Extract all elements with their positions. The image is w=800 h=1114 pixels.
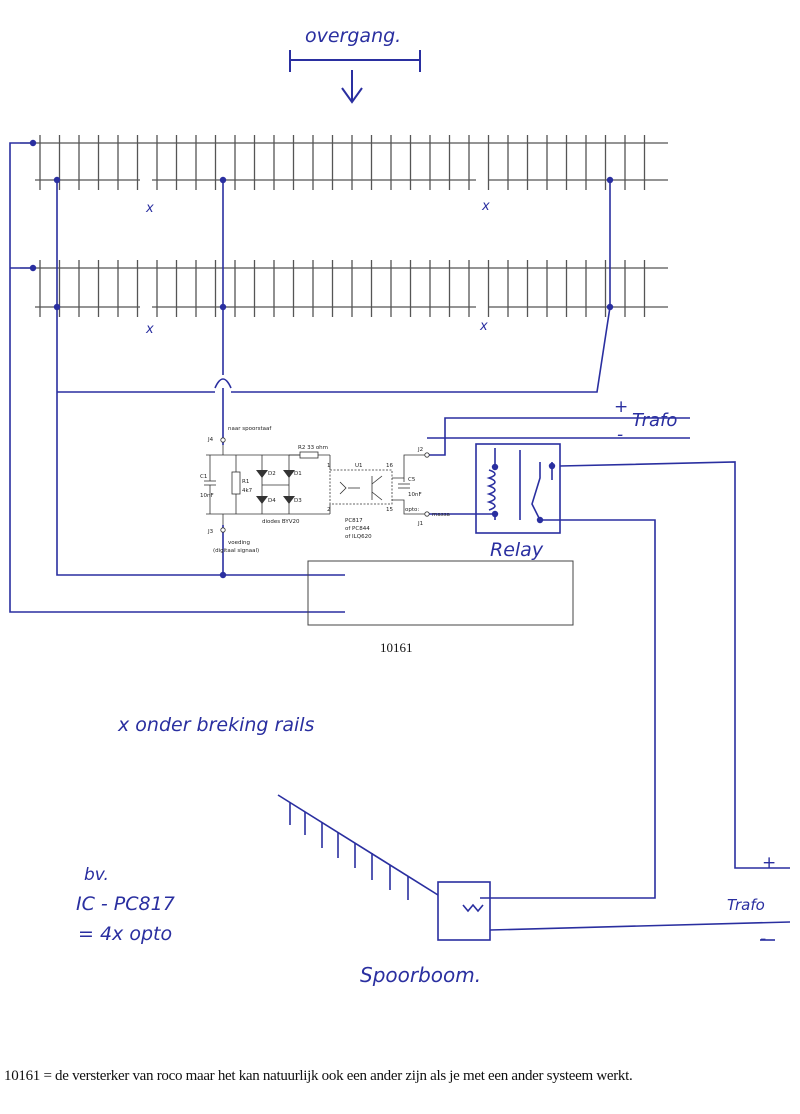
- opto-label: opto:: [405, 507, 419, 513]
- pin16-label: 16: [386, 463, 393, 469]
- r1-value: 4k7: [242, 488, 253, 494]
- j4-text: naar spoorstaaf: [228, 426, 272, 432]
- d4-label: D4: [268, 498, 276, 504]
- j2-label: J2: [417, 447, 423, 453]
- ic-note-line1: bv.: [84, 865, 109, 885]
- diodes-label: diodes BYV20: [262, 519, 300, 525]
- j1-label: J1: [417, 521, 423, 527]
- r1-label: R1: [242, 479, 249, 485]
- trafo-bottom-minus: -: [760, 929, 766, 949]
- barrier-label: Spoorboom.: [360, 963, 481, 987]
- rail-break-mark: x: [479, 319, 488, 334]
- breaking-note: x onder breking rails: [117, 714, 315, 736]
- relay-label: Relay: [490, 539, 544, 561]
- ic-note-line3: = 4x opto: [78, 923, 172, 945]
- wire-outer-left: [9, 142, 345, 613]
- trafo-bottom-label: Trafo: [727, 896, 765, 914]
- wire-inner-left: [56, 180, 345, 576]
- d1-label: D1: [294, 471, 302, 477]
- amplifier-box: [307, 560, 574, 626]
- blue-wiring: [9, 142, 791, 941]
- r2-label: R2 33 ohm: [298, 445, 328, 451]
- j3-text: voeding: [228, 540, 250, 546]
- j1-text: massa: [432, 512, 450, 518]
- ic-note-line2: IC - PC817: [76, 893, 175, 915]
- opto-type-1: PC817: [345, 518, 363, 524]
- amplifier-label: 10161: [380, 640, 413, 655]
- j3-label: J3: [207, 529, 214, 535]
- c1-label: C1: [200, 474, 207, 480]
- c1-value: 10nF: [200, 493, 214, 499]
- d2-label: D2: [268, 471, 276, 477]
- title-overgang: overgang.: [305, 25, 401, 47]
- junction-dots: [29, 139, 614, 579]
- track-group: [20, 135, 668, 317]
- rail-break-mark: x: [145, 201, 154, 216]
- opto-type-3: of ILQ620: [345, 534, 372, 540]
- caption-text: 10161 = de versterker van roco maar het …: [4, 1068, 633, 1084]
- j3-sub: (digitaal signaal): [213, 548, 259, 554]
- overgang-bracket: [289, 50, 421, 104]
- pin1-label: 1: [327, 463, 331, 469]
- u1-label: U1: [355, 463, 363, 469]
- rail-break-mark: x: [145, 322, 154, 337]
- opto-type-2: of PC844: [345, 526, 370, 532]
- rail-break-mark: x: [481, 199, 490, 214]
- d3-label: D3: [294, 498, 302, 504]
- pin2-label: 2: [327, 507, 331, 513]
- circuit-schematic: J4 naar spoorstaaf J3 voeding (digitaal …: [200, 426, 450, 554]
- barrier-hatching: [289, 803, 409, 900]
- trafo-bottom-plus: +: [762, 853, 776, 873]
- c5-label: C5: [408, 477, 416, 483]
- c5-value: 10nF: [408, 492, 422, 498]
- pin15-label: 15: [386, 507, 393, 513]
- trafo-top-label: Trafo: [632, 410, 677, 431]
- trafo-top-plus: +: [614, 397, 628, 417]
- trafo-top-minus: -: [617, 425, 623, 445]
- j4-label: J4: [207, 437, 214, 443]
